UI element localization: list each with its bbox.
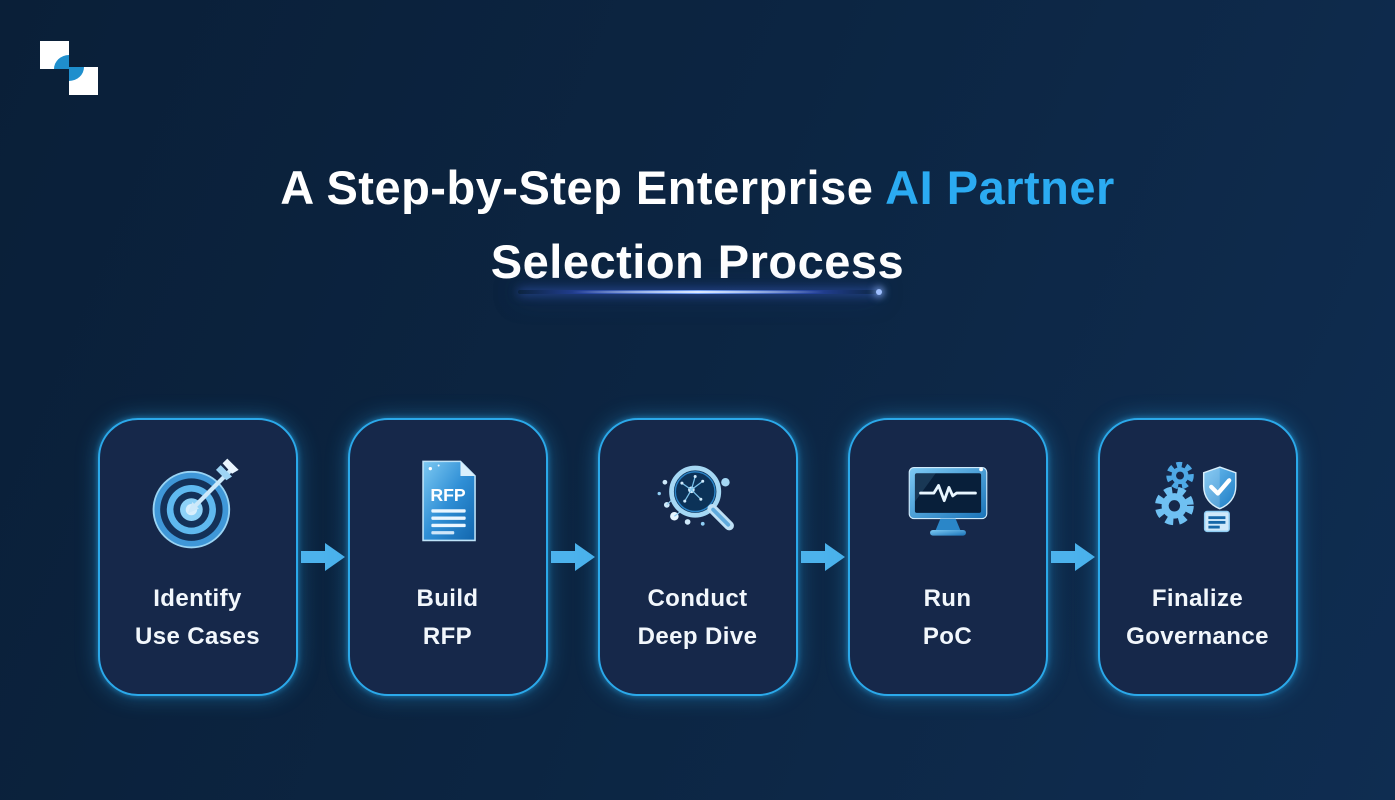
title-underline-glow [517,289,882,295]
logo-quarter-circle [69,67,84,81]
step-card-run-poc: Run PoC [847,418,1048,696]
monitor-pulse-icon [896,450,1000,556]
step-label: Identify Use Cases [135,580,260,656]
rfp-icon-text: RFP [430,485,466,505]
monitor-pulse-icon-svg [908,466,987,536]
step-label: Finalize Governance [1126,580,1269,656]
step-label-line2: Governance [1126,623,1269,650]
gears-shield-icon [1146,450,1250,556]
logo-quarter-circle [54,55,69,69]
right-arrow-icon [798,418,848,696]
step-card-finalize-governance: Finalize Governance [1097,418,1298,696]
magnifier-circuit-icon [646,450,750,556]
magnifier-circuit-icon-svg [657,465,734,531]
title-line1: A Step-by-Step Enterprise AI Partner [280,161,1115,214]
logo-square-bottom [69,67,98,95]
step-label-line2: Deep Dive [637,623,758,650]
two-squares-lens-logo [40,41,98,95]
right-arrow-icon [548,418,598,696]
step-label-line1: Identify [153,585,242,612]
rfp-document-icon: RFP [396,450,500,556]
title-line1-accent: AI Partner [885,161,1115,215]
step-label: Build RFP [417,580,479,656]
step-label-line2: Use Cases [134,623,261,650]
step-label-line2: RFP [422,623,473,650]
gears-shield-icon-svg [1154,461,1237,533]
right-arrow-icon-svg [300,543,345,571]
step-label-line1: Run [923,585,972,612]
step-card-conduct-deep-dive: Conduct Deep Dive [597,418,798,696]
step-label: Conduct Deep Dive [638,580,758,656]
step-label: Run PoC [923,580,972,656]
step-card-identify-use-cases: Identify Use Cases [97,418,298,696]
process-steps-row: Identify Use Cases RFP [0,418,1395,696]
rfp-document-icon-svg: RFP [421,460,476,542]
step-label-line1: Build [416,585,479,612]
step-label-line2: PoC [922,623,973,650]
title-line2: Selection Process [490,235,905,289]
page-title: A Step-by-Step Enterprise AI Partner Sel… [0,151,1395,299]
step-label-line1: Conduct [647,585,748,612]
right-arrow-icon [1048,418,1098,696]
logo-square-top [40,41,69,69]
title-line1-white: A Step-by-Step Enterprise [280,161,886,215]
target-dart-icon-svg [152,458,239,549]
target-dart-icon [146,450,250,556]
right-arrow-icon [298,418,348,696]
step-card-build-rfp: RFP Build RFP [347,418,548,696]
step-label-line1: Finalize [1151,585,1244,612]
